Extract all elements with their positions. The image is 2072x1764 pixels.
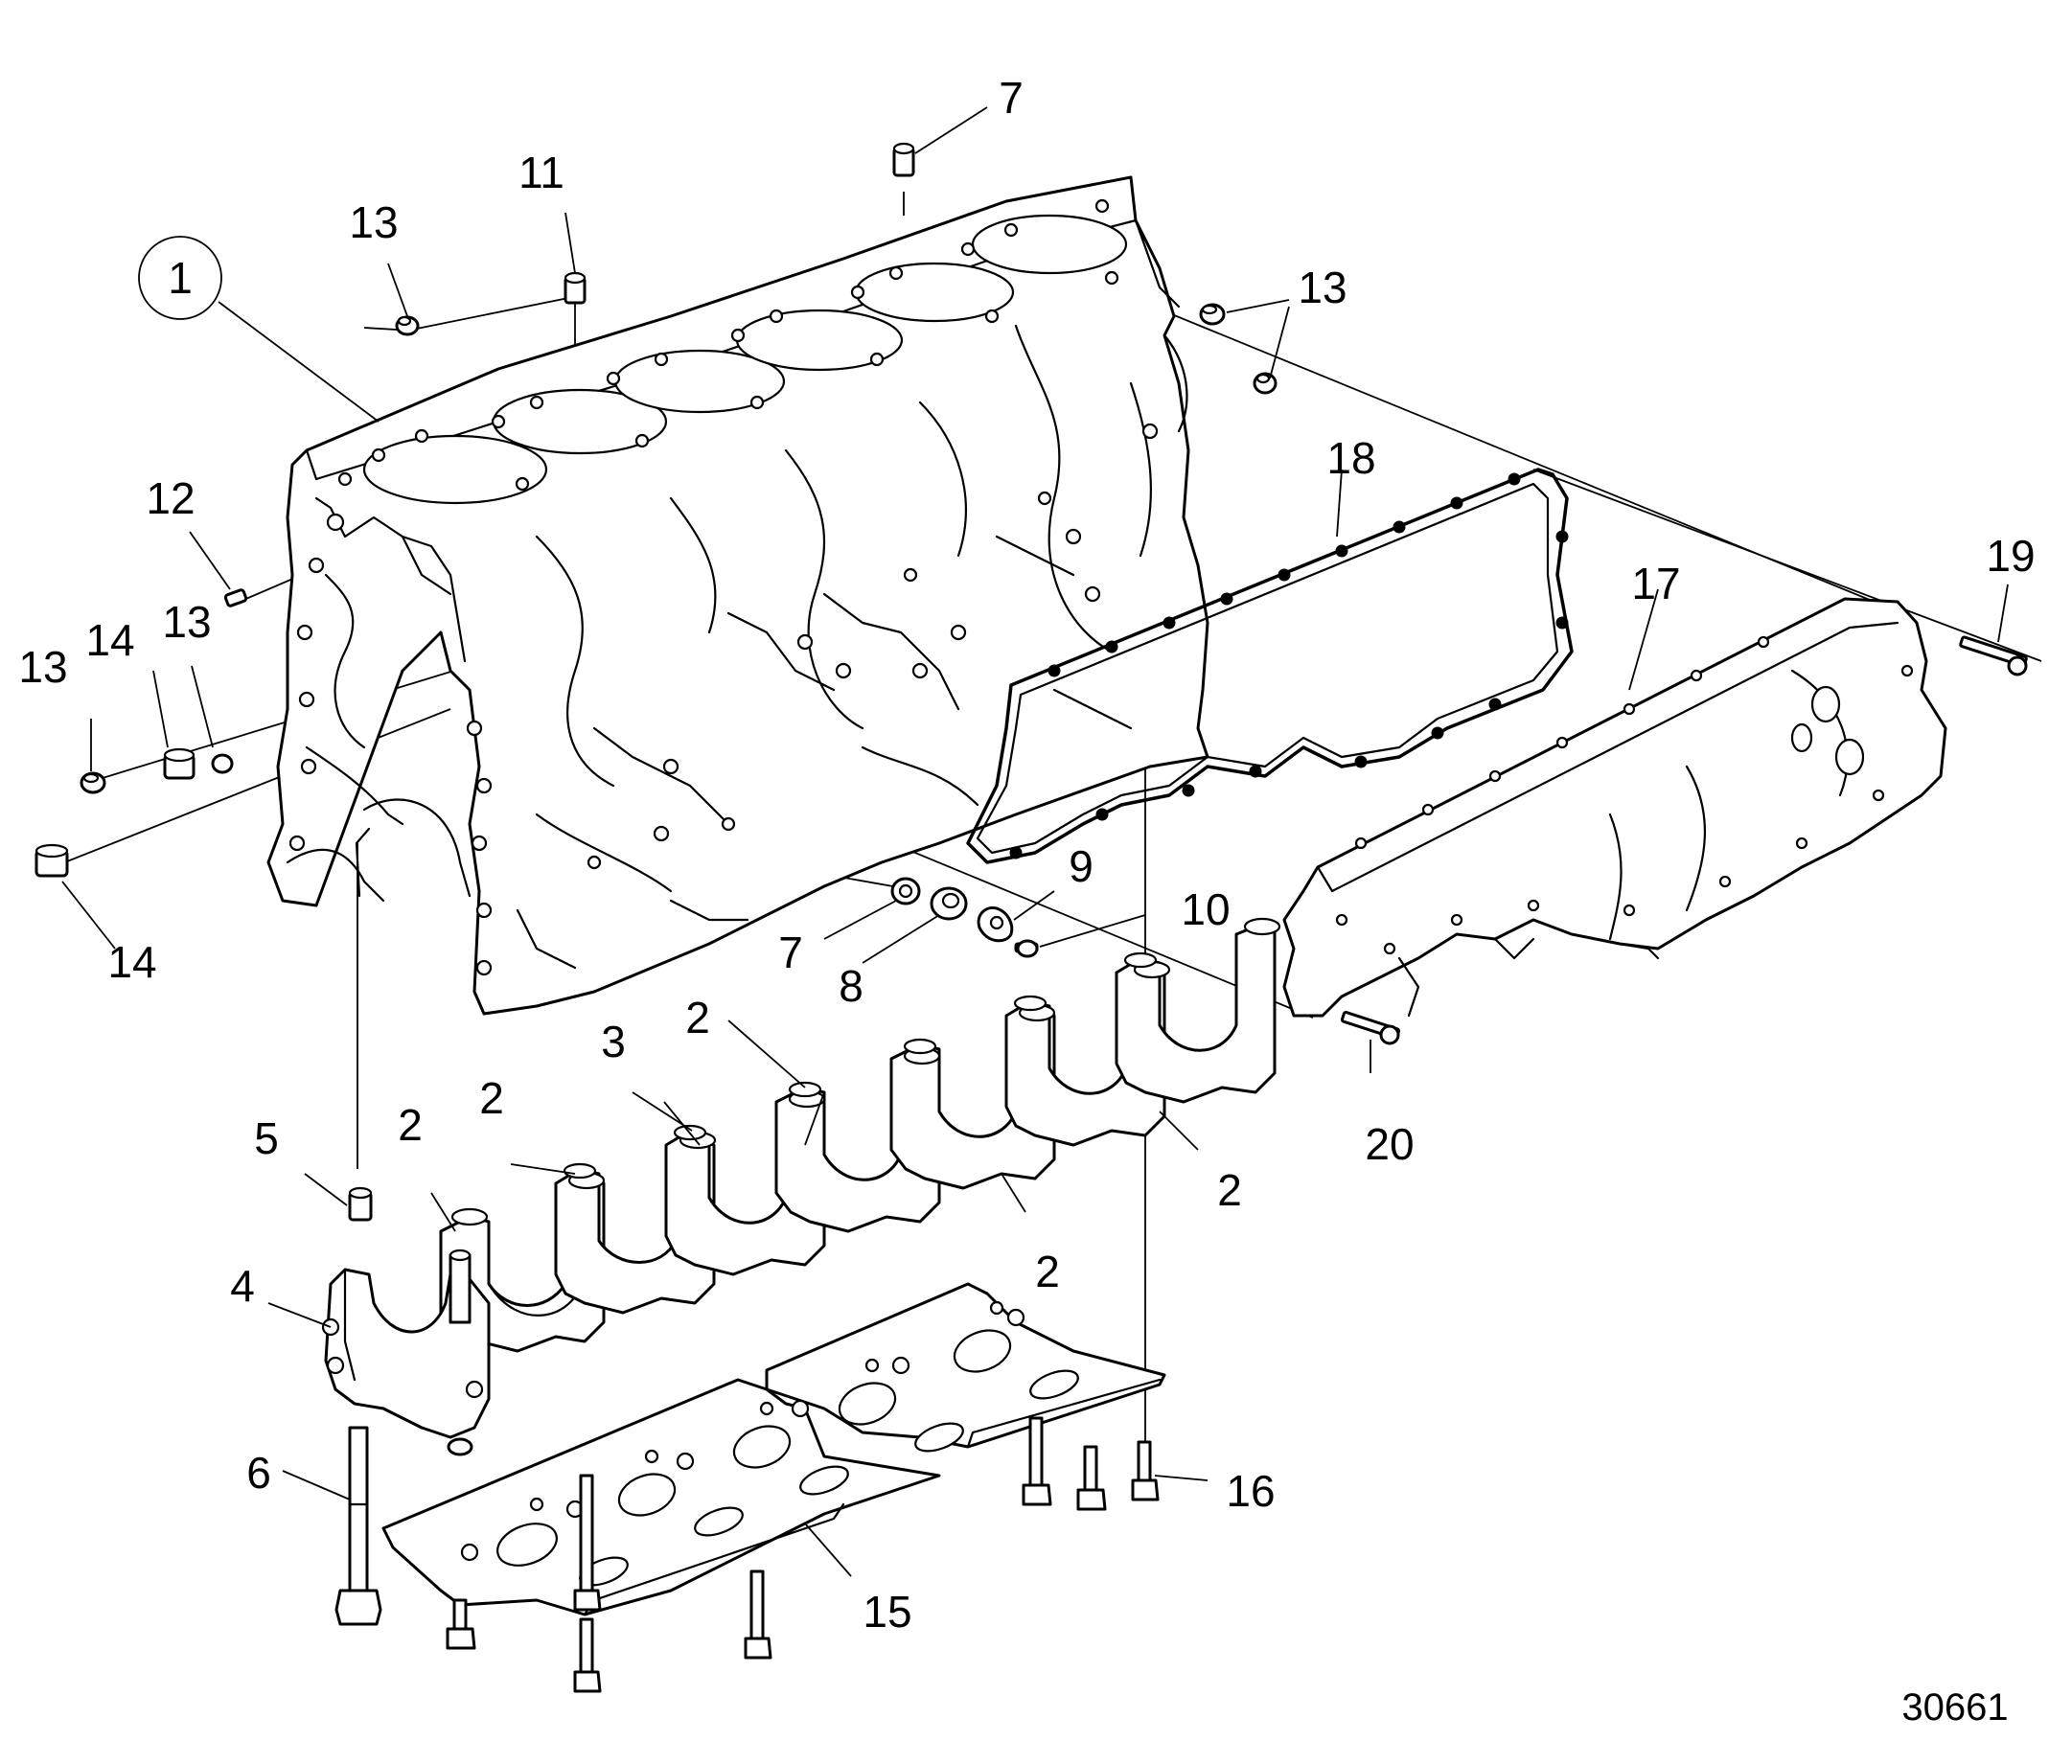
callout-13-far-left: 13: [18, 642, 67, 692]
callout-2-d: 2: [1035, 1247, 1060, 1296]
block-bosses: [288, 423, 1159, 976]
cap-bosses: [450, 917, 1281, 1226]
callout-6: 6: [246, 1448, 271, 1498]
cylinder-bore-6: [971, 214, 1128, 275]
callout-leaders: [61, 106, 2009, 1577]
callout-2-c: 2: [398, 1100, 423, 1150]
callout-17: 17: [1631, 559, 1680, 608]
callout-13-top-right: 13: [1298, 263, 1347, 312]
callout-2-a: 2: [685, 993, 710, 1042]
side-plug: [890, 877, 921, 905]
plug-left-b: [211, 753, 234, 774]
callout-5: 5: [254, 1113, 279, 1163]
cylinder-block: [266, 175, 1209, 1016]
callout-13-left: 13: [162, 597, 211, 647]
callout-14-bottom-left: 14: [107, 937, 156, 987]
top-plug: [892, 142, 915, 177]
deck-bolt-holes: [337, 198, 1119, 492]
cup-plug-a: [163, 747, 196, 780]
callout-16: 16: [1226, 1466, 1275, 1516]
callout-2-b: 2: [479, 1073, 504, 1123]
callout-3: 3: [601, 1017, 626, 1066]
side-cover: [1282, 597, 1947, 1018]
bearing-cap-bolt: [334, 1426, 382, 1626]
screw-10: [1014, 939, 1039, 958]
cup-plug-b: [35, 843, 69, 878]
plug-left-a: [80, 771, 106, 794]
plug-top-right-b: [1253, 372, 1278, 395]
pin: [223, 588, 248, 607]
plug-top-left: [395, 315, 420, 336]
callout-2-e: 2: [1217, 1165, 1242, 1215]
callout-7-side: 7: [778, 928, 803, 977]
bolt-19: [1959, 635, 2028, 676]
callout-13-top-left: 13: [349, 197, 398, 247]
callout-10: 10: [1181, 884, 1230, 934]
callout-11: 11: [518, 148, 564, 197]
callout-circle: [138, 236, 222, 320]
callout-7-top: 7: [999, 73, 1024, 123]
callout-18: 18: [1326, 433, 1375, 483]
callout-14-left: 14: [85, 615, 134, 665]
callout-labels: 1 13 11 7 13 18 12 14 13 13 14 19 17 20 …: [18, 73, 2035, 1729]
plate-holes: [460, 1300, 1025, 1562]
plug-top-right-a: [1199, 303, 1226, 326]
callout-1: 1: [168, 253, 193, 303]
callout-4: 4: [230, 1261, 255, 1311]
cylinder-bore-1: [362, 434, 548, 505]
cover-bolt-holes: [1335, 635, 1914, 955]
callout-12: 12: [146, 473, 195, 523]
main-bearing-caps: [439, 917, 1281, 1353]
oil-pan-bolts: [446, 1416, 1160, 1693]
gasket-holes: [1009, 472, 1569, 859]
callout-19: 19: [1986, 531, 2035, 581]
front-bearing-cap: [321, 1249, 491, 1456]
reference-number: 30661: [1901, 1686, 2008, 1729]
oil-pan-plates: [381, 1282, 1166, 1616]
callout-15: 15: [863, 1587, 911, 1637]
dowel-pin: [348, 1186, 373, 1222]
callout-9: 9: [1069, 841, 1094, 891]
bolt-20: [1340, 1010, 1401, 1045]
side-cover-gasket: [966, 468, 1574, 864]
callout-20: 20: [1365, 1119, 1414, 1169]
flange-9: [977, 905, 1014, 943]
callout-8: 8: [839, 961, 863, 1011]
plug-8: [930, 886, 968, 921]
top-dowel: [564, 271, 587, 305]
